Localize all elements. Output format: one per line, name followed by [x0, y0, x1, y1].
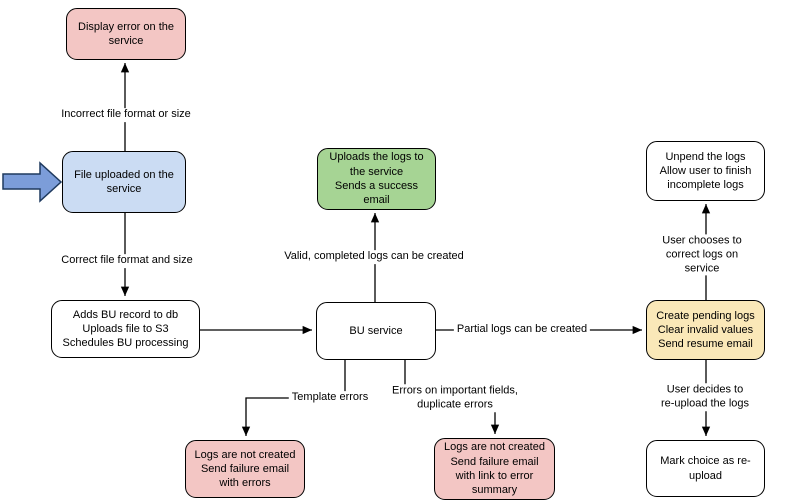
- node-bu-service: BU service: [316, 302, 436, 360]
- node-create-pending-logs: Create pending logs Clear invalid values…: [646, 300, 765, 360]
- edge-label-correct-format: Correct file format and size: [58, 254, 196, 268]
- node-mark-reupload: Mark choice as re- upload: [646, 440, 765, 497]
- node-adds-bu-record: Adds BU record to db Uploads file to S3 …: [51, 300, 200, 358]
- node-display-error: Display error on the service: [66, 8, 186, 60]
- edge-label-field-errors: Errors on important fields, duplicate er…: [389, 384, 521, 412]
- edge-label-user-reuploads: User decides to re-upload the logs: [657, 383, 753, 411]
- entry-arrow-icon: [2, 161, 63, 203]
- edge-label-incorrect-format: Incorrect file format or size: [58, 108, 194, 122]
- node-file-uploaded: File uploaded on the service: [62, 151, 186, 213]
- node-logs-not-created-errors: Logs are not created Send failure email …: [185, 440, 305, 498]
- node-unpend-logs: Unpend the logs Allow user to finish inc…: [646, 141, 765, 201]
- node-logs-not-created-summary: Logs are not created Send failure email …: [434, 438, 555, 500]
- edge-label-partial-logs: Partial logs can be created: [453, 323, 591, 337]
- edge-label-valid-logs: Valid, completed logs can be created: [281, 250, 467, 264]
- edge-label-user-corrects: User chooses to correct logs on service: [652, 234, 752, 276]
- node-uploads-logs-success: Uploads the logs to the service Sends a …: [317, 148, 436, 210]
- edge-label-template-errors: Template errors: [288, 391, 372, 405]
